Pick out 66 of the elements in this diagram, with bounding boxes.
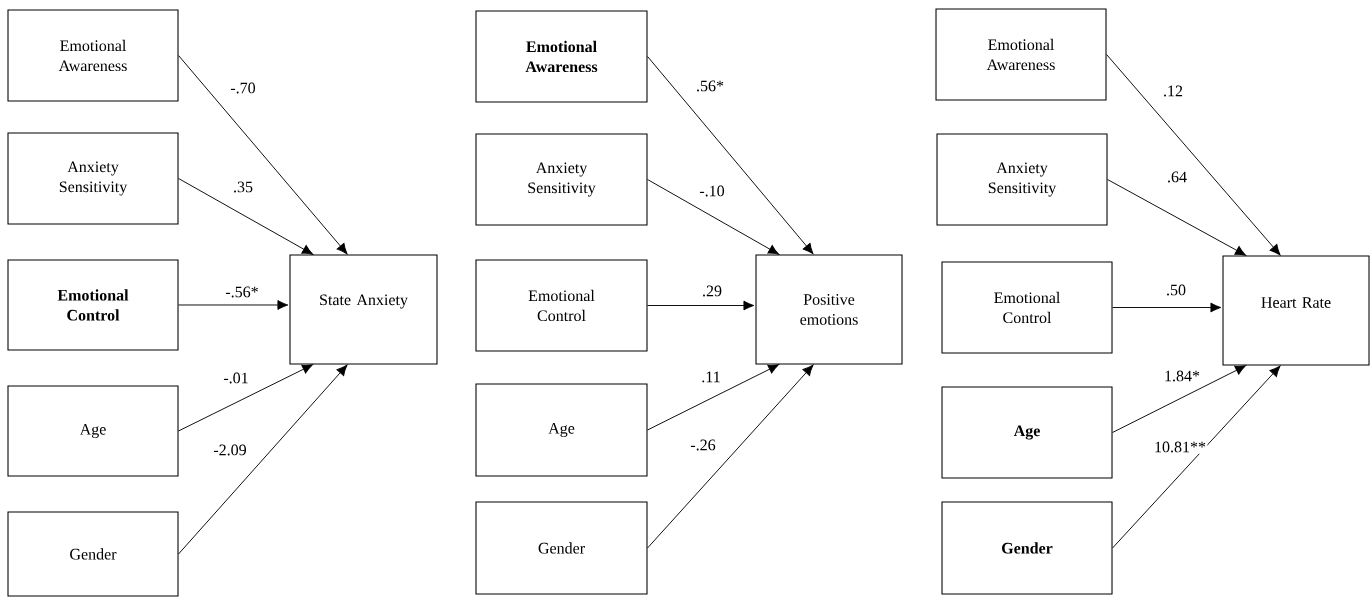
arrow	[647, 56, 814, 255]
box-label: Emotional Control	[994, 291, 1061, 324]
arrow	[178, 55, 348, 255]
edge-label: .12	[1161, 84, 1185, 98]
box-label: Heart Rate	[1261, 297, 1331, 308]
variable-box	[7, 511, 179, 597]
edge-label: -.10	[698, 184, 726, 198]
box-label: Emotional Control	[57, 289, 129, 321]
variable-box	[1222, 255, 1370, 366]
box-label: Anxiety Sensitivity	[59, 161, 128, 196]
box-label: Age	[1013, 425, 1040, 440]
arrow	[647, 179, 780, 255]
box-label: Positive emotions	[800, 294, 858, 325]
arrow	[1107, 179, 1247, 256]
box-label: Gender	[70, 548, 117, 560]
edge-label: .11	[700, 370, 723, 384]
box-label: Emotional Control	[528, 289, 595, 322]
arrow	[647, 364, 814, 549]
box-label: Age	[79, 424, 106, 438]
edge-label: 10.81**	[1152, 440, 1208, 454]
edge-label: -.01	[222, 371, 250, 385]
box-label: Anxiety Sensitivity	[528, 162, 596, 197]
edge-label: -.26	[689, 438, 717, 452]
arrow	[178, 300, 289, 310]
box-label: Gender	[538, 542, 585, 554]
edge-label: .56*	[694, 79, 726, 93]
arrow	[1112, 365, 1246, 433]
edge-label: .50	[1164, 283, 1188, 297]
edge-label: .64	[1165, 170, 1189, 184]
box-label: Emotional Awareness	[525, 40, 598, 73]
variable-box	[475, 501, 648, 595]
box-label: Anxiety Sensitivity	[988, 162, 1057, 197]
box-label: Gender	[1002, 542, 1053, 554]
variable-box	[475, 259, 648, 352]
arrow	[178, 364, 313, 432]
variable-box	[941, 261, 1113, 354]
variable-box	[475, 133, 648, 226]
variable-box	[475, 10, 648, 103]
variable-box	[936, 133, 1108, 226]
variable-box	[941, 386, 1113, 479]
box-label: Emotional Awareness	[58, 39, 127, 72]
arrow	[178, 178, 314, 255]
variable-box	[289, 254, 438, 365]
edge-label: -2.09	[212, 443, 248, 457]
arrow	[1112, 365, 1281, 549]
variable-box	[935, 8, 1107, 101]
arrow	[1106, 54, 1281, 256]
arrow	[647, 300, 755, 311]
arrow	[647, 364, 779, 431]
edge-label: 1.84*	[1162, 369, 1202, 383]
variable-box	[7, 259, 179, 351]
variable-box	[475, 383, 648, 477]
variable-box	[7, 132, 179, 225]
edge-label: -.70	[229, 81, 257, 95]
box-label: State Anxiety	[320, 294, 408, 309]
box-label: Emotional Awareness	[986, 38, 1055, 71]
variable-box	[7, 385, 179, 477]
variable-box	[755, 254, 903, 365]
box-label: Age	[548, 423, 575, 437]
arrow	[178, 364, 348, 555]
edge-label: -.56*	[224, 285, 260, 299]
variable-box	[7, 9, 179, 102]
arrow	[1112, 302, 1222, 313]
edge-label: .29	[700, 284, 724, 298]
edge-label: .35	[231, 180, 255, 194]
variable-box	[941, 501, 1113, 595]
